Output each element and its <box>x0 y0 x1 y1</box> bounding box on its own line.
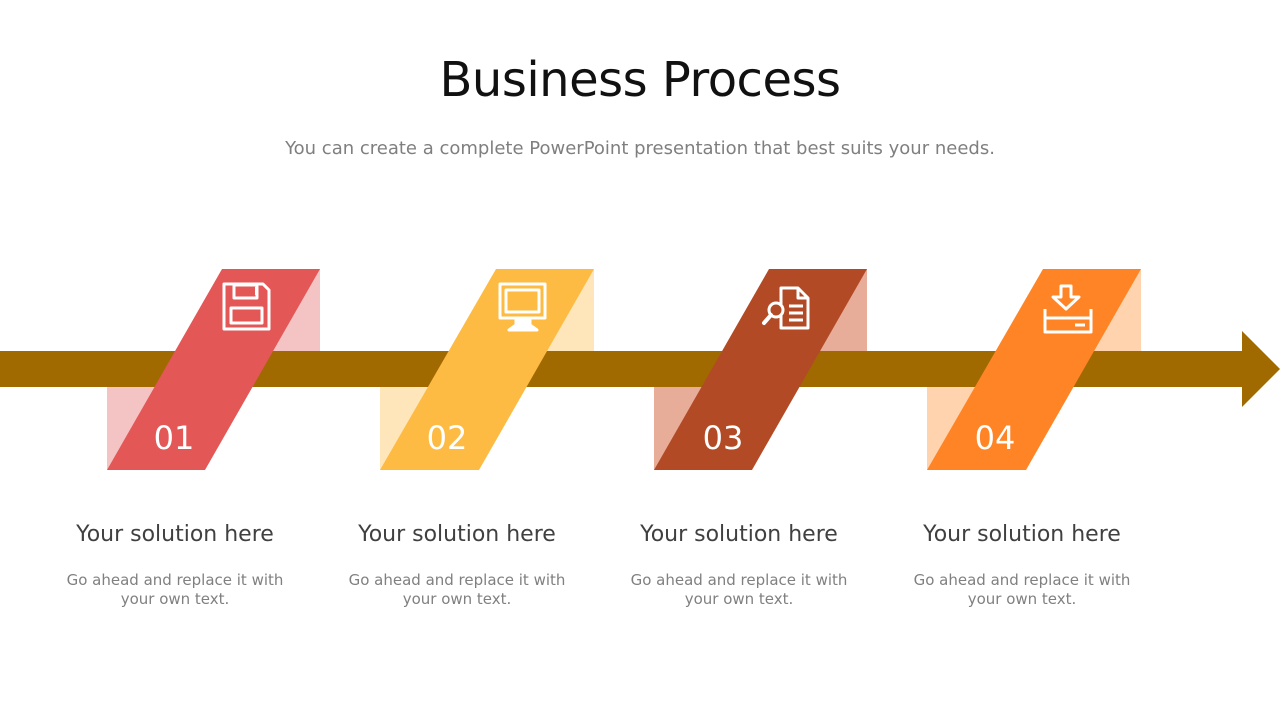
step-3-number: 03 <box>703 419 744 457</box>
step-1-ribbon <box>107 269 320 470</box>
monitor-icon <box>498 282 547 332</box>
step-4-number: 04 <box>975 419 1016 457</box>
step-2-description-line-2: your own text. <box>402 590 512 608</box>
step-4-description: Go ahead and replace it with your own te… <box>877 571 1167 609</box>
timeline-arrow <box>0 331 1280 407</box>
step-3-description-line-2: your own text. <box>684 590 794 608</box>
step-4-description-line-2: your own text. <box>967 590 1077 608</box>
step-1-description: Go ahead and replace it with your own te… <box>30 571 320 609</box>
step-2-title: Your solution here <box>358 522 556 547</box>
step-1-description-line-1: Go ahead and replace it with <box>66 571 284 589</box>
page-subtitle: You can create a complete PowerPoint pre… <box>285 138 995 159</box>
step-3-title: Your solution here <box>640 522 838 547</box>
step-2-number: 02 <box>427 419 468 457</box>
floppy-disk-icon <box>222 282 271 331</box>
document-search-icon <box>762 286 810 330</box>
step-1-description-line-2: your own text. <box>120 590 230 608</box>
download-tray-icon <box>1043 284 1093 334</box>
step-1-title: Your solution here <box>76 522 274 547</box>
step-4-title: Your solution here <box>923 522 1121 547</box>
step-3-ribbon <box>654 269 867 470</box>
step-3-description-line-1: Go ahead and replace it with <box>630 571 848 589</box>
step-3-description: Go ahead and replace it with your own te… <box>594 571 884 609</box>
step-2-description-line-1: Go ahead and replace it with <box>348 571 566 589</box>
step-2-description: Go ahead and replace it with your own te… <box>312 571 602 609</box>
step-1-number: 01 <box>154 419 195 457</box>
page-title: Business Process <box>439 52 841 108</box>
step-4-description-line-1: Go ahead and replace it with <box>913 571 1131 589</box>
